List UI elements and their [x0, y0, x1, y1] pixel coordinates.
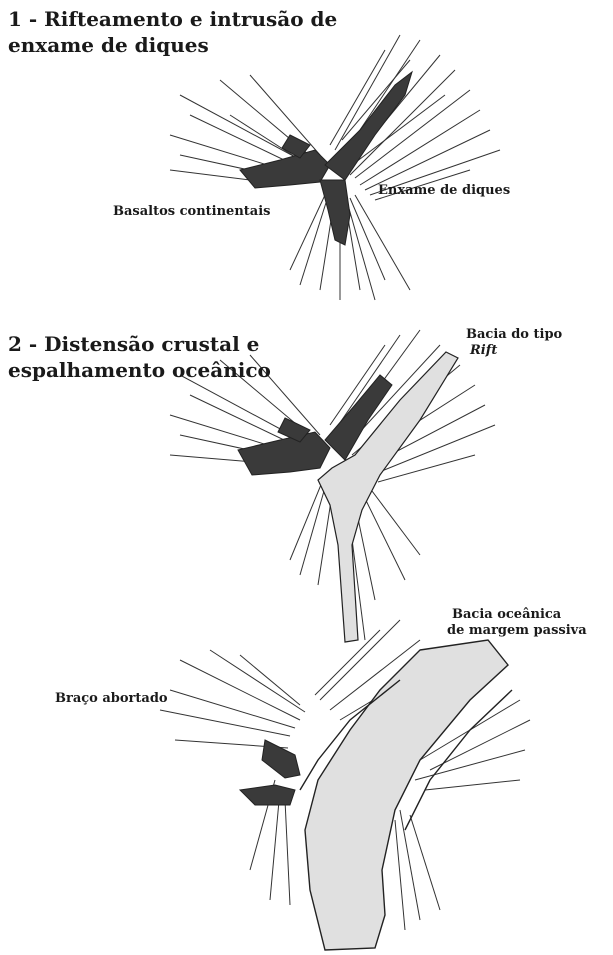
- stage1-label-dike-swarm: Enxame de diques: [378, 182, 510, 199]
- stage3-label-aborted-arm: Braço abortado: [55, 690, 168, 707]
- stage2-label-rift-line2: Rift: [470, 342, 497, 359]
- stage2-label-rift-line1: Bacia do tipo: [466, 326, 562, 343]
- stage1-title-line1: 1 - Rifteamento e intrusão de: [8, 6, 337, 32]
- stage3-ocean-basin: [305, 640, 508, 950]
- stage2-rift-basin: [318, 352, 458, 642]
- stage3-aborted-arm: [240, 740, 300, 805]
- stage3-label-ocean-line2: de margem passiva: [447, 622, 587, 639]
- stage2-title-line1: 2 - Distensão crustal e: [8, 331, 259, 357]
- stage2-title-line2: espalhamento oceânico: [8, 357, 271, 383]
- stage1-title-line2: enxame de diques: [8, 32, 209, 58]
- stage1-label-basalts: Basaltos continentais: [113, 203, 270, 220]
- stage3-label-ocean-line1: Bacia oceânica: [452, 606, 561, 623]
